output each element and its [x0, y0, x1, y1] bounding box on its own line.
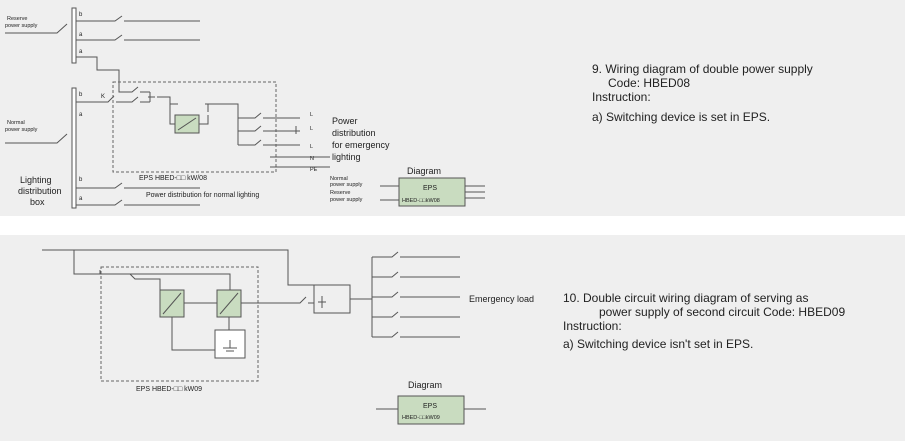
mini-eps-box — [398, 177, 466, 207]
bus-label-a1: a — [79, 32, 83, 38]
normal-supply-label-2: power supply — [5, 127, 38, 133]
normal-supply-label: Normal — [7, 120, 25, 126]
mini-model-label: HBED-□□kW08 — [402, 198, 440, 204]
mini10-title: Diagram — [408, 380, 442, 390]
mini-eps-label: EPS — [423, 185, 437, 192]
emergency-dist-line-2: distribution — [332, 128, 376, 138]
phase-l-3: L — [310, 144, 313, 150]
mini10-eps-label: EPS — [423, 403, 437, 410]
mini-input-lines — [380, 185, 399, 201]
inverter-wiring — [169, 104, 209, 125]
eps10-output — [241, 296, 314, 304]
diagram-9: Reserve power supply b a a Normal power … — [5, 7, 813, 209]
desc9-item: a) Switching device is set in EPS. — [592, 110, 770, 124]
eps-model-label: EPS HBED-□□ kW/08 — [139, 175, 207, 182]
eps-enclosure — [112, 81, 277, 173]
mini-normal-label: Normal — [330, 176, 348, 182]
phase-pe: PE — [310, 167, 318, 173]
emergency-load-label: Emergency load — [469, 294, 534, 304]
bus-label-k: K — [101, 94, 105, 100]
eps-switch-a — [125, 86, 150, 93]
lighting-box-line-1: Lighting — [20, 175, 52, 185]
neutral-pe-lines — [270, 156, 330, 168]
mini10-eps-box — [397, 395, 465, 425]
normal-feeder-2 — [76, 199, 200, 206]
bus-label-a3: a — [79, 112, 83, 118]
load-branch-5 — [372, 331, 460, 338]
emergency-dist-line-4: lighting — [332, 152, 361, 162]
mini10-model-label: HBED-□□kW09 — [402, 415, 440, 421]
eps-enclosure-10 — [100, 266, 259, 382]
bus-label-a2: a — [79, 49, 83, 55]
eps-switch-b — [125, 96, 150, 103]
normal-feeder-1 — [76, 182, 200, 189]
reserve-supply-line — [5, 23, 68, 34]
reserve-busbar — [71, 7, 77, 64]
transfer-switch-10 — [313, 284, 351, 314]
emergency-dist-line-3: for emergency — [332, 140, 390, 150]
load-branch-1 — [372, 251, 460, 258]
reserve-feeder-2 — [76, 34, 200, 41]
normal-busbar — [71, 87, 77, 209]
bus-label-b1: b — [79, 12, 83, 18]
desc10-item: a) Switching device isn't set in EPS. — [563, 337, 753, 351]
load-branch-4 — [372, 311, 460, 318]
battery-icon — [223, 340, 237, 352]
mini-normal-label-2: power supply — [330, 182, 363, 188]
eps-output-node — [205, 103, 211, 112]
rectifier-slash — [162, 292, 182, 315]
eps-output-bus — [208, 103, 239, 145]
load-branch-2 — [372, 271, 460, 278]
mini-reserve-label: Reserve — [330, 190, 350, 196]
desc10-code: power supply of second circuit Code: HBE… — [599, 305, 845, 319]
normal-to-eps-line — [76, 95, 125, 103]
load-branch-3 — [372, 291, 460, 298]
inverter-slash — [177, 117, 197, 131]
supply-branch — [73, 250, 101, 275]
battery-wiring — [171, 317, 230, 351]
emergency-dist-line-1: Power — [332, 116, 358, 126]
transfer-contact — [318, 296, 326, 308]
phase-l-1: L — [310, 112, 313, 118]
transfer-switch — [148, 92, 178, 105]
bus-label-b2: b — [79, 92, 83, 98]
phase-n: N — [310, 156, 314, 162]
diagram-10: Emergency load EPS HBED-□□ kW09 Diagram … — [42, 249, 845, 425]
eps-branch-3 — [238, 139, 300, 146]
normal-dist-label: Power distribution for normal lighting — [146, 192, 259, 199]
reserve-feeder-1 — [76, 15, 200, 22]
eps10-input-b — [130, 273, 231, 290]
desc9-instruction: Instruction: — [592, 90, 651, 104]
mini-output-lines — [465, 185, 485, 199]
bus-label-a4: a — [79, 196, 83, 202]
lighting-box-line-3: box — [30, 197, 45, 207]
eps10-input-a — [100, 273, 161, 292]
phase-l-2: L — [310, 126, 313, 132]
normal-supply-line — [5, 133, 68, 144]
eps10-model-label: EPS HBED-□□ kW09 — [136, 386, 202, 393]
lighting-box-line-2: distribution — [18, 186, 62, 196]
eps-branch-2 — [238, 125, 300, 132]
reserve-supply-label-2: power supply — [5, 23, 38, 29]
bus-label-b3: b — [79, 177, 83, 183]
inverter-slash-10 — [219, 292, 239, 315]
desc10-title: 10. Double circuit wiring diagram of ser… — [563, 291, 808, 305]
mini-diagram-title: Diagram — [407, 166, 441, 176]
eps-branch-1 — [238, 112, 300, 119]
supply-line-top — [42, 249, 314, 286]
desc10-instruction: Instruction: — [563, 319, 622, 333]
reserve-supply-label: Reserve — [7, 16, 27, 22]
reserve-to-eps-line — [76, 56, 125, 93]
mini-reserve-label-2: power supply — [330, 197, 363, 203]
desc9-code: Code: HBED08 — [608, 76, 690, 90]
desc9-title: 9. Wiring diagram of double power supply — [592, 62, 813, 76]
